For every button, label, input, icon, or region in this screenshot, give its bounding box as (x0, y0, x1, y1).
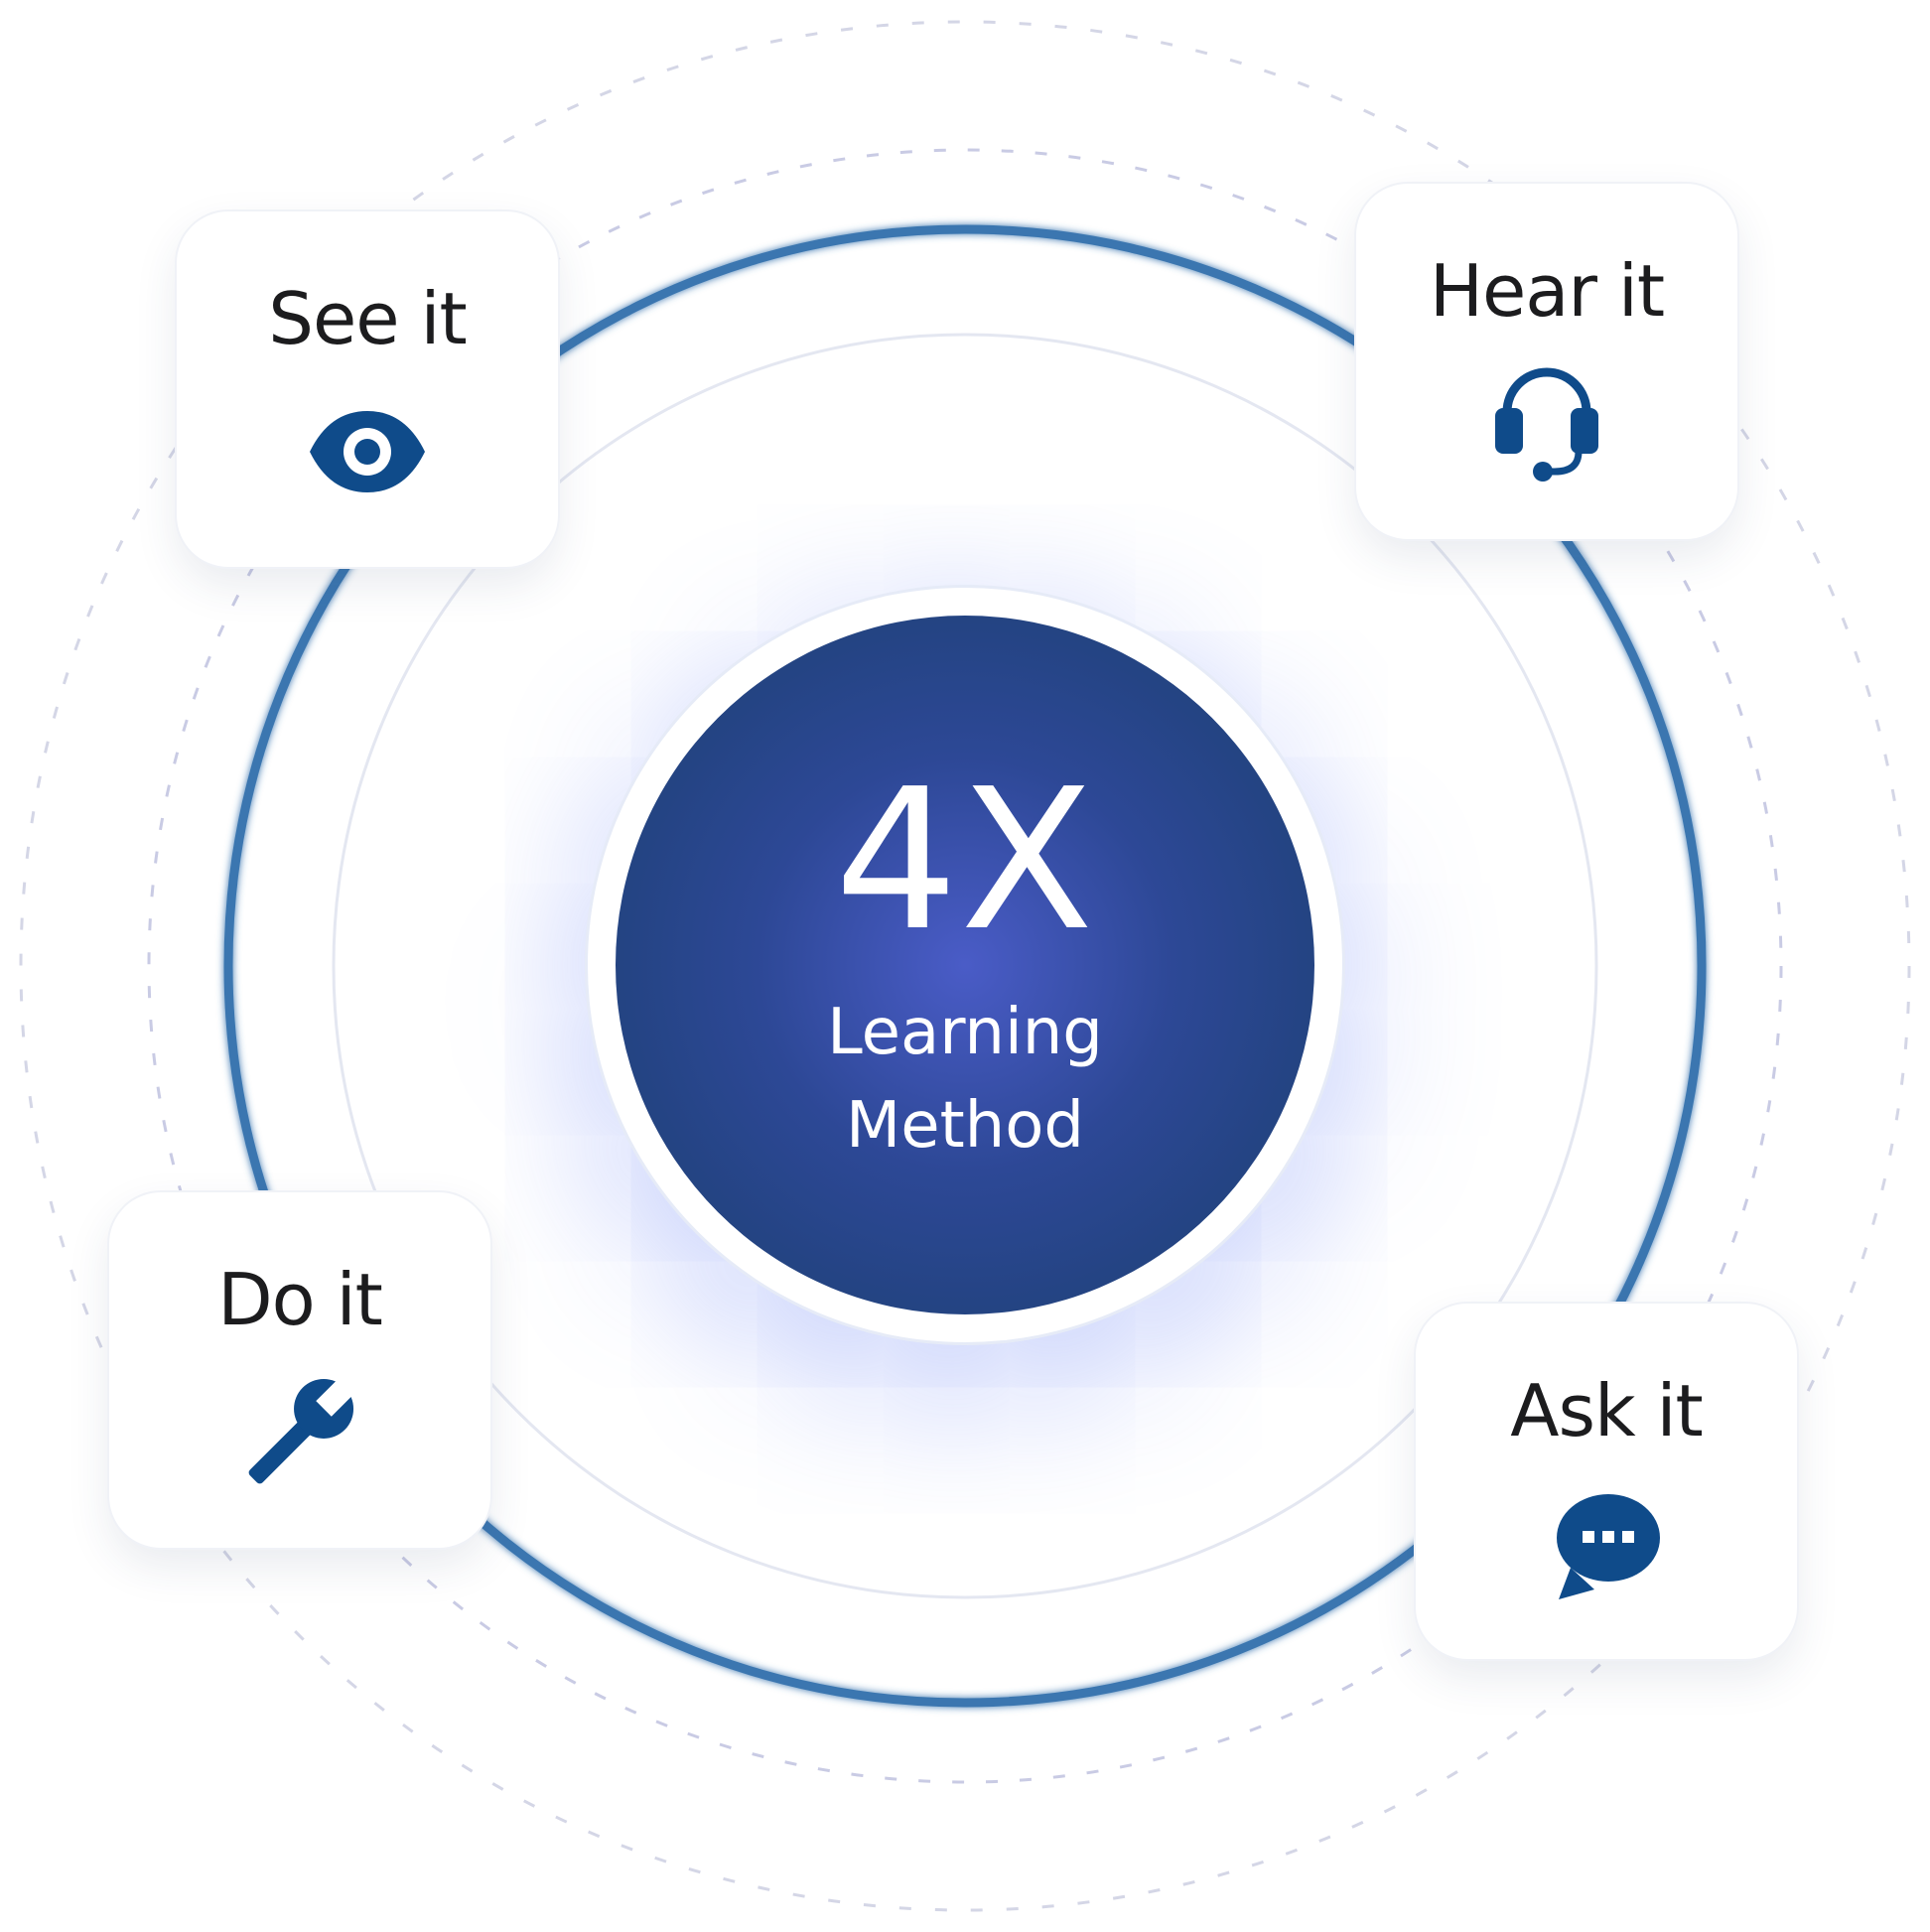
main-ring (223, 224, 1707, 1708)
card-label: Do it (217, 1258, 383, 1341)
card-do-it: Do it (109, 1192, 490, 1548)
chat-bubble-icon (1547, 1484, 1666, 1603)
card-label: See it (268, 277, 467, 360)
card-hear-it: Hear it (1356, 184, 1737, 539)
inner-dashed-ring (147, 148, 1783, 1784)
wrench-icon (240, 1373, 359, 1492)
card-label: Hear it (1429, 249, 1665, 333)
outer-dashed-ring (19, 20, 1911, 1912)
center-label-line1: Learning (827, 996, 1103, 1069)
card-see-it: See it (177, 211, 558, 567)
center-badge: 4X Learning Method (616, 616, 1314, 1314)
center-label-line2: Method (845, 1089, 1085, 1163)
card-label: Ask it (1510, 1369, 1704, 1452)
eye-icon (308, 392, 427, 511)
card-ask-it: Ask it (1416, 1304, 1797, 1659)
center-multiplier: 4X (834, 748, 1096, 974)
inner-light-ring (332, 333, 1598, 1599)
headset-icon (1487, 364, 1606, 483)
